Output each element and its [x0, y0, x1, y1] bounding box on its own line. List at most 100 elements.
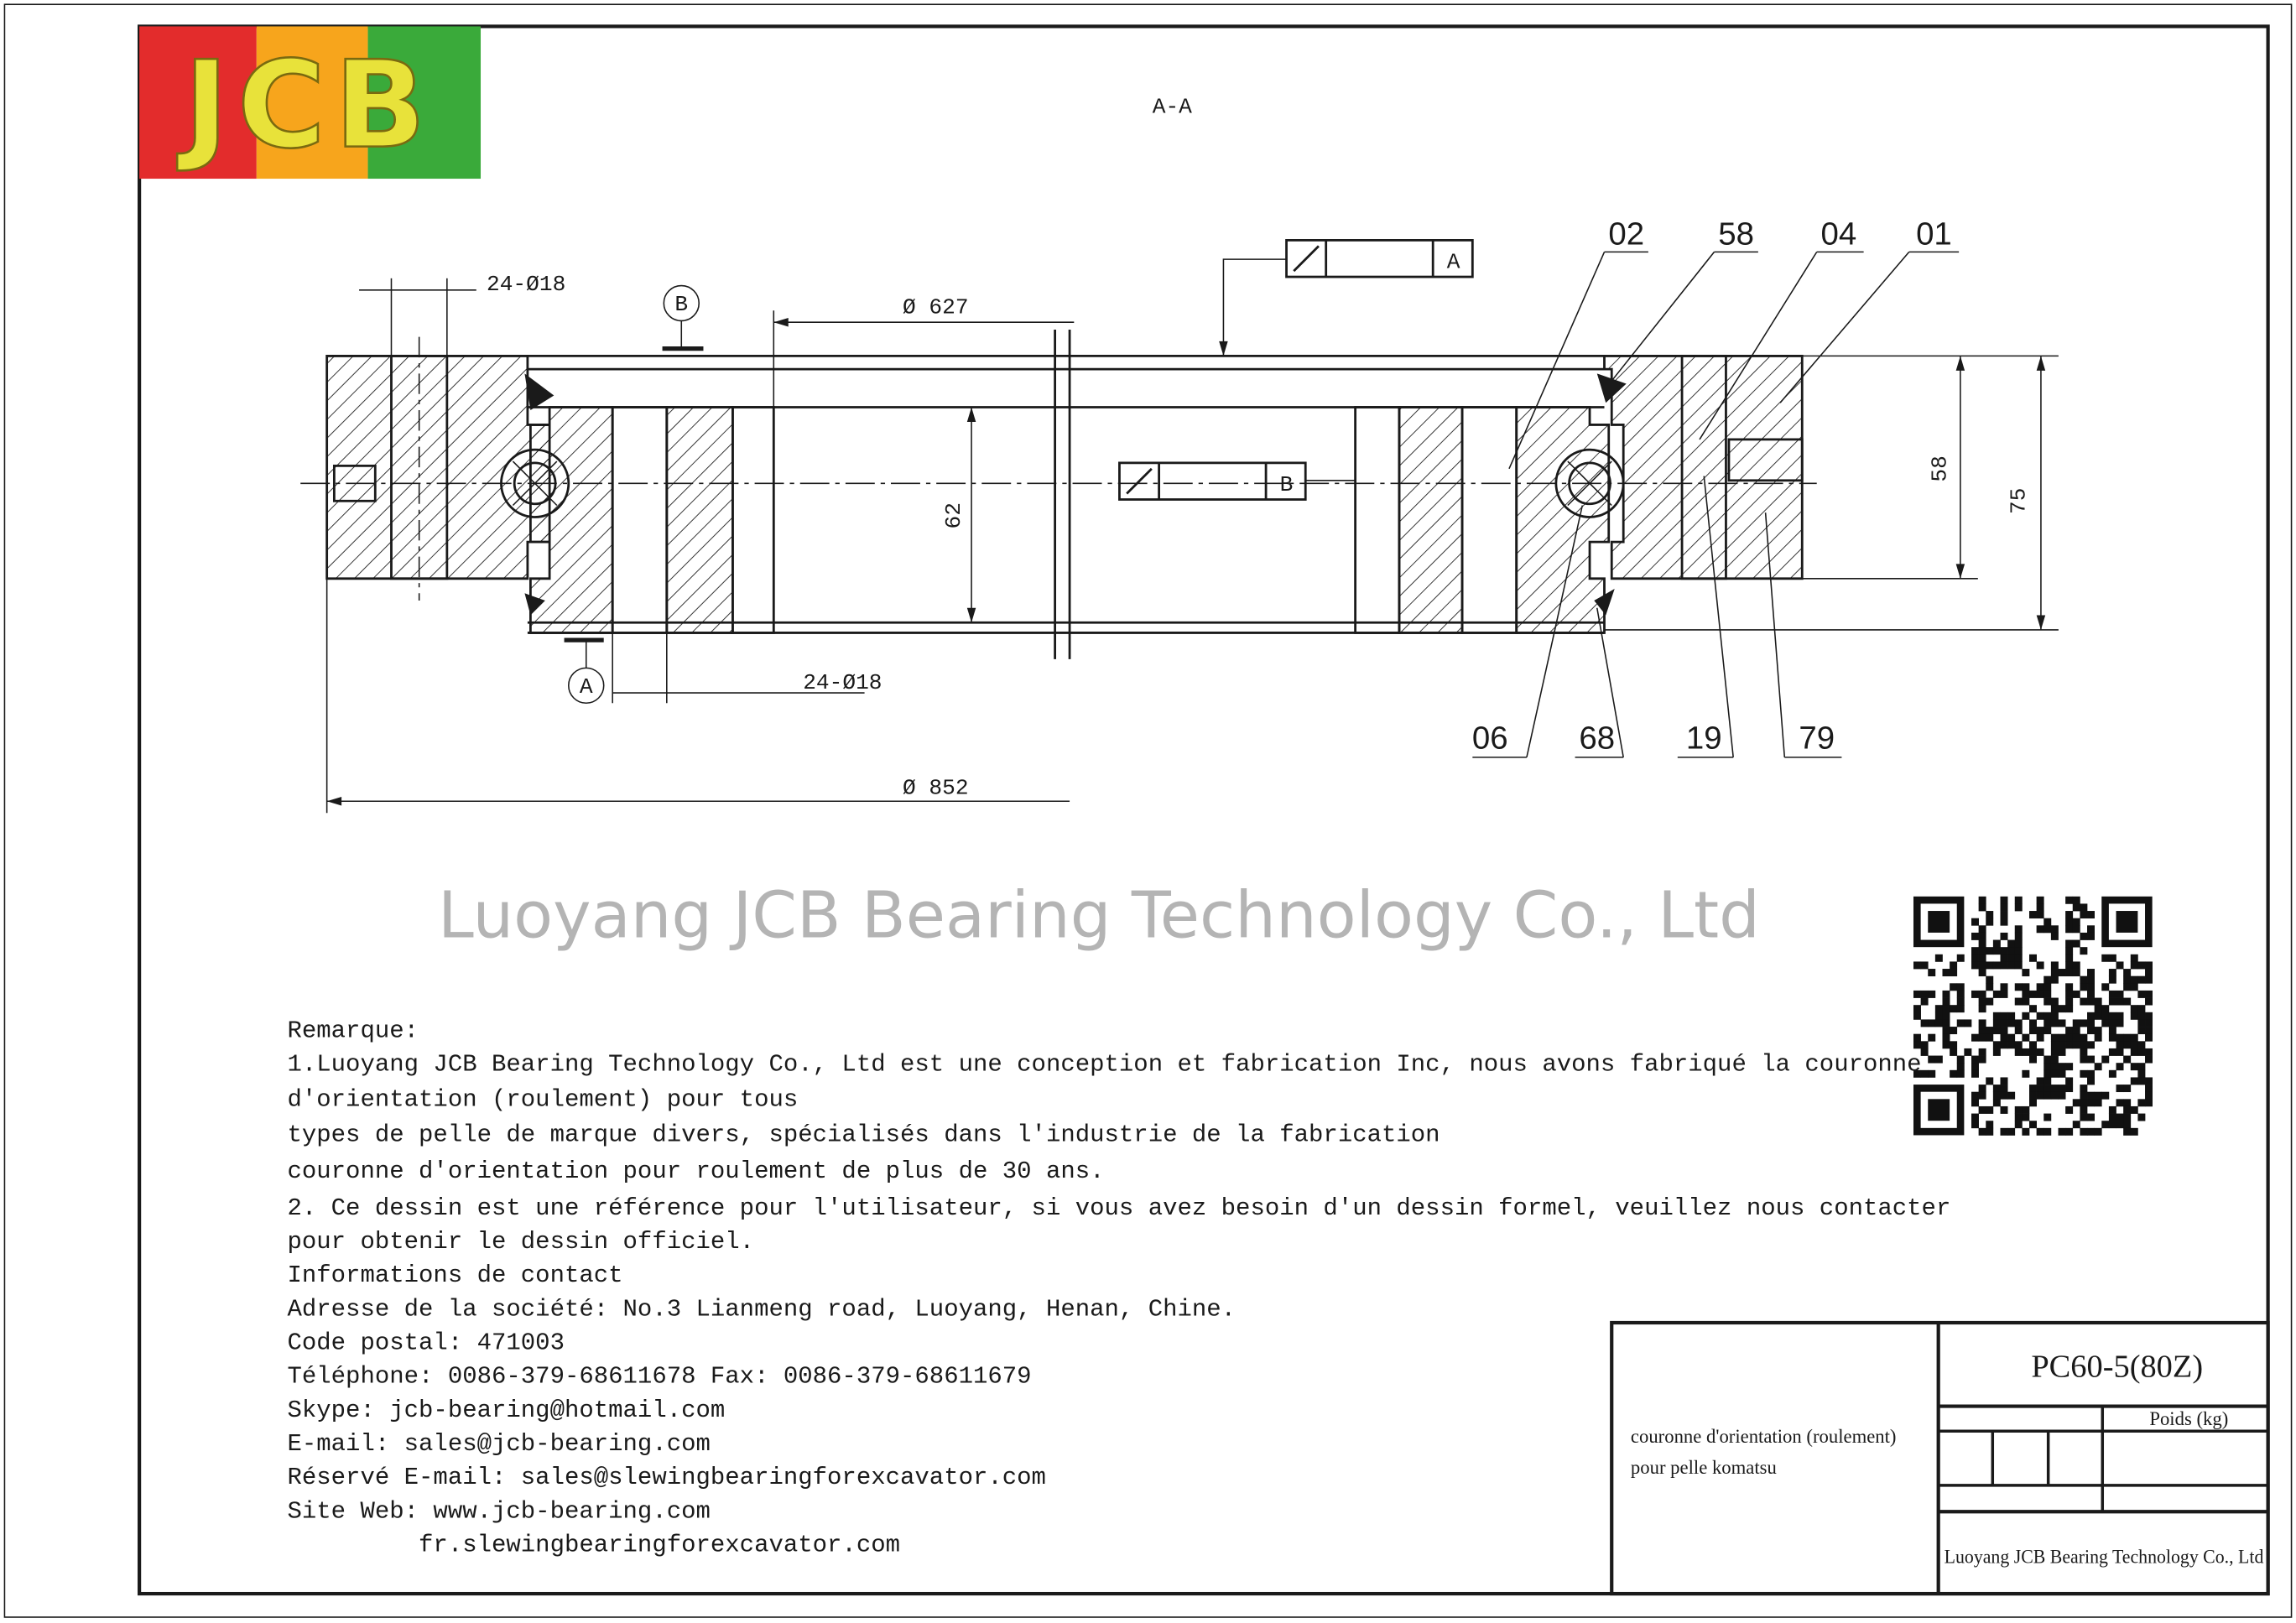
qr-module	[2145, 1033, 2153, 1042]
qr-module	[1986, 911, 1994, 919]
qr-module	[2022, 1012, 2030, 1020]
qr-module	[2137, 1069, 2146, 1078]
qr-module	[1934, 1019, 1943, 1027]
runout-arrow-icon	[1293, 245, 1320, 273]
qr-module	[2065, 1077, 2074, 1085]
qr-module	[1992, 990, 2001, 998]
qr-module	[2116, 1085, 2124, 1093]
qr-module	[2116, 1012, 2124, 1020]
qr-module	[2072, 903, 2080, 912]
qr-module	[2036, 1091, 2044, 1100]
qr-module	[2108, 997, 2116, 1006]
qr-module	[2022, 1113, 2030, 1121]
qr-module	[2116, 1019, 2124, 1027]
qr-module	[1928, 1055, 1936, 1064]
note-line: 2. Ce dessin est une référence pour l'ut…	[287, 1194, 1950, 1222]
qr-module	[2058, 1127, 2066, 1136]
qr-module	[1913, 1069, 1921, 1078]
qr-module	[2145, 1085, 2153, 1093]
qr-module	[2101, 1019, 2110, 1027]
qr-module	[2137, 1099, 2146, 1107]
qr-module	[1971, 1091, 1979, 1100]
qr-module	[2087, 997, 2095, 1006]
qr-module	[2043, 975, 2052, 984]
qr-module	[2145, 975, 2153, 984]
qr-module	[2022, 969, 2030, 977]
qr-module	[1928, 1019, 1936, 1027]
qr-module	[2137, 1005, 2146, 1013]
qr-module	[2116, 1063, 2124, 1071]
qr-module	[2137, 1041, 2146, 1049]
qr-module	[2000, 932, 2008, 940]
qr-module	[2108, 1105, 2116, 1114]
qr-module	[2065, 990, 2074, 998]
qr-module	[2137, 1027, 2146, 1035]
qr-module	[1942, 1041, 1950, 1049]
qr-module	[1992, 1085, 2001, 1093]
qr-module	[2087, 1027, 2095, 1035]
qr-module	[2029, 990, 2037, 998]
qr-module	[2029, 1121, 2037, 1129]
qr-module	[2123, 1121, 2132, 1129]
part-label-01: 01	[1916, 216, 1952, 252]
part-label-02: 02	[1608, 216, 1644, 252]
qr-module	[2123, 1085, 2132, 1093]
qr-module	[2101, 954, 2110, 962]
qr-module	[2145, 1012, 2153, 1020]
qr-module	[1942, 1012, 1950, 1020]
qr-module	[2000, 1027, 2008, 1035]
qr-module	[2080, 932, 2088, 940]
qr-module	[1978, 997, 1986, 1006]
qr-module	[2065, 954, 2074, 962]
qr-module	[1971, 990, 1979, 998]
qr-module	[1978, 954, 1986, 962]
note-line: 1.Luoyang JCB Bearing Technology Co., Lt…	[287, 1051, 1921, 1079]
qr-module	[2022, 997, 2030, 1006]
qr-code[interactable]	[1913, 896, 2153, 1136]
qr-module	[2043, 1027, 2052, 1035]
qr-module	[2022, 983, 2030, 991]
dim-height-75: 75	[2007, 488, 2032, 514]
qr-module	[2116, 990, 2124, 998]
qr-module	[2050, 925, 2059, 934]
note-line: Site Web: www.jcb-bearing.com	[287, 1497, 710, 1525]
qr-module	[2080, 1085, 2088, 1093]
qr-module	[2065, 961, 2074, 970]
qr-module	[1986, 918, 1994, 926]
qr-module	[1942, 997, 1950, 1006]
qr-module	[1934, 1005, 1943, 1013]
qr-module	[2080, 1113, 2088, 1121]
qr-module	[1992, 1041, 2001, 1049]
qr-module	[2007, 961, 2016, 970]
qr-module	[1978, 990, 1986, 998]
qr-module	[2000, 1019, 2008, 1027]
qr-module	[1956, 1005, 1965, 1013]
qr-module	[2000, 1077, 2008, 1085]
qr-module	[1978, 1019, 1986, 1027]
qr-module	[2123, 1105, 2132, 1114]
qr-module	[2145, 1027, 2153, 1035]
note-line: Réservé E-mail: sales@slewingbearingfore…	[287, 1464, 1045, 1491]
qr-module	[1971, 947, 1979, 955]
qr-module	[1950, 1041, 1958, 1049]
qr-module	[2080, 975, 2088, 984]
qr-module	[2007, 1091, 2016, 1100]
qr-module	[2007, 939, 2016, 948]
qr-module	[1986, 975, 1994, 984]
qr-module	[2094, 1127, 2102, 1136]
qr-module	[2029, 1041, 2037, 1049]
qr-module	[2094, 1091, 2102, 1100]
qr-module	[2014, 903, 2023, 912]
qr-module	[2116, 1113, 2124, 1121]
qr-module	[2000, 954, 2008, 962]
qr-module	[2123, 1113, 2132, 1121]
qr-module	[2072, 896, 2080, 904]
qr-module	[1942, 990, 1950, 998]
svg-text:B: B	[1280, 472, 1294, 497]
qr-module	[2137, 1063, 2146, 1071]
qr-module	[1913, 990, 1921, 998]
qr-module	[2094, 997, 2102, 1006]
qr-module	[1950, 1005, 1958, 1013]
qr-module	[2145, 1055, 2153, 1064]
